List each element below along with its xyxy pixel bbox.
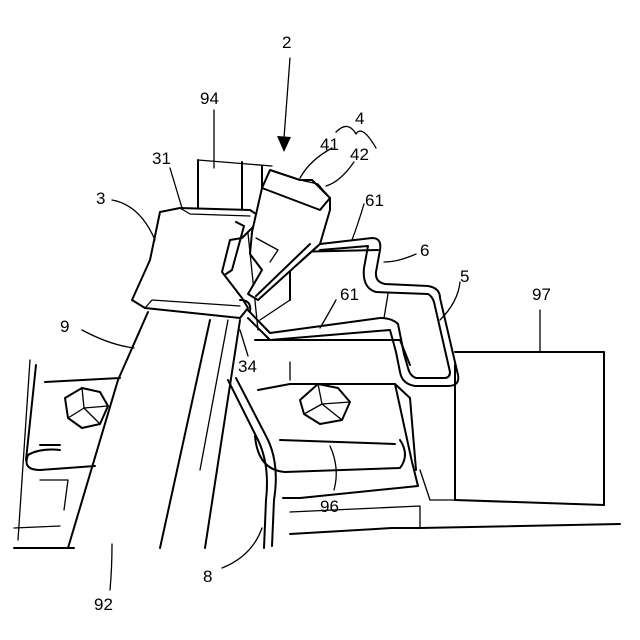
label-97: 97 [532,285,551,304]
label-6: 6 [420,241,429,260]
clip-3 [132,208,262,318]
label-9: 9 [60,317,69,336]
label-92: 92 [94,595,113,614]
label-42: 42 [350,145,369,164]
leader-42 [326,162,354,186]
label-61b: 61 [340,285,359,304]
leader-8 [222,528,262,568]
arrow-2-head [277,136,291,152]
label-8: 8 [203,567,212,586]
label-2: 2 [282,33,291,52]
leader-31 [170,168,182,208]
label-61a: 61 [365,191,384,210]
label-5: 5 [460,267,469,286]
left-bolt [65,388,108,428]
arrow-2-shaft [284,58,290,138]
label-94: 94 [200,89,219,108]
leader-92 [110,544,112,590]
label-41: 41 [320,135,339,154]
post-9 [68,312,240,548]
base-plate-97 [420,352,604,505]
label-4: 4 [355,109,364,128]
leader-96 [330,446,336,490]
leader-lines [82,58,540,590]
leader-3 [112,200,155,240]
label-96: 96 [320,497,339,516]
label-3: 3 [96,189,105,208]
leader-34 [240,330,248,356]
bottom-frame-92 [14,506,620,548]
label-31: 31 [152,149,171,168]
leader-9 [82,330,134,348]
leader-6 [384,254,416,262]
center-bolt [300,384,350,424]
lead-wire-8 [228,378,276,548]
leader-61a [352,204,364,240]
left-bracket [18,360,120,540]
label-34: 34 [238,357,257,376]
